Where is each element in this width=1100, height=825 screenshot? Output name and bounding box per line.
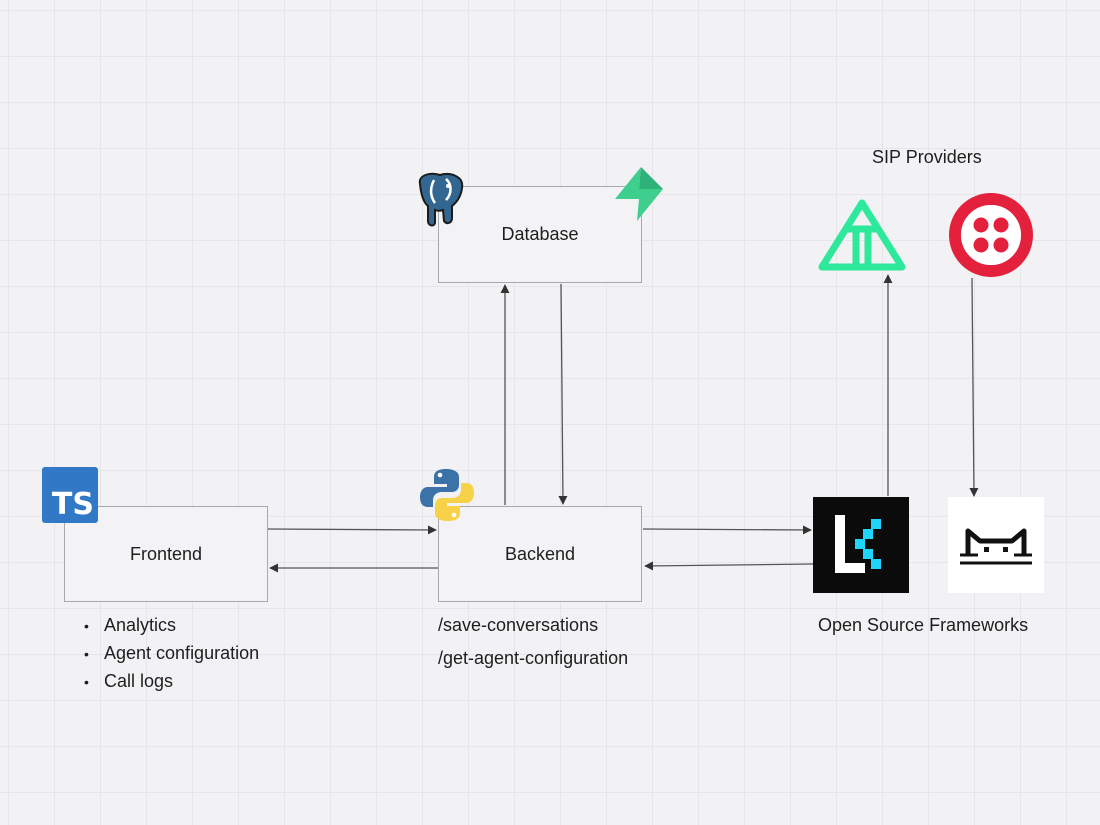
database-label: Database [501, 224, 579, 244]
postgresql-elephant-icon [418, 172, 464, 227]
endpoint-save-conversations: /save-conversations [438, 615, 599, 635]
typescript-icon: TS [42, 467, 98, 523]
twilio-icon [949, 193, 1033, 277]
frontend-label: Frontend [129, 543, 203, 564]
livekit-icon [813, 497, 909, 593]
telnyx-icon [818, 199, 906, 271]
typescript-icon-text: TS [51, 487, 94, 522]
list-item: •Agent configuration [84, 643, 260, 663]
sip-providers-label: SIP Providers [872, 147, 982, 167]
feature-text: Agent configuration [104, 643, 260, 663]
arrow-frontend-to-backend [267, 525, 437, 535]
frontend-feature-list: •Analytics •Agent configuration •Call lo… [84, 612, 259, 696]
arrow-twilio-to-pipecat [969, 277, 979, 497]
open-source-frameworks-label: Open Source Frameworks [818, 615, 1029, 635]
frontend-box[interactable]: Frontend [64, 506, 268, 602]
python-icon [420, 469, 474, 521]
backend-box[interactable]: Backend [438, 506, 642, 602]
arrow-backend-to-livekit [642, 525, 812, 535]
supabase-bolt-icon [615, 167, 663, 221]
list-item: •Call logs [84, 671, 174, 691]
arrow-livekit-to-backend [644, 561, 814, 571]
endpoint-get-agent-configuration: /get-agent-configuration [438, 648, 629, 668]
backend-label: Backend [504, 543, 576, 564]
database-box[interactable]: Database [438, 186, 642, 283]
feature-text: Call logs [104, 671, 174, 691]
pipecat-icon [948, 497, 1044, 593]
list-item: •Analytics [84, 615, 177, 635]
feature-text: Analytics [104, 615, 177, 635]
arrow-database-to-backend [558, 283, 568, 505]
